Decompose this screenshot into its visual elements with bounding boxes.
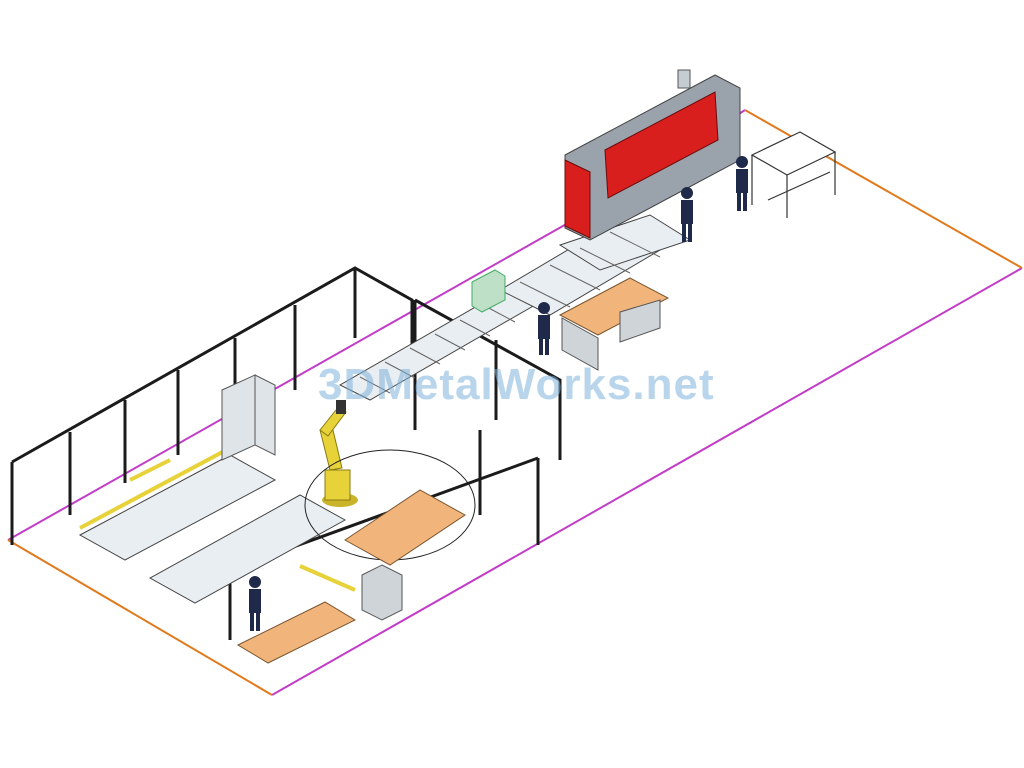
table-bases <box>561 299 661 371</box>
table-mid <box>558 277 670 336</box>
robot-arm-icon <box>319 400 358 507</box>
electric-cabinet <box>361 564 403 621</box>
work-tables <box>236 277 670 664</box>
workbench <box>750 131 837 218</box>
worker-press-2 <box>736 156 748 211</box>
table-front <box>236 601 357 664</box>
table-cell <box>344 489 466 566</box>
worker-press-1 <box>681 187 693 242</box>
worker-icon <box>249 156 748 631</box>
welding-column <box>221 374 276 461</box>
conveyor-rollers <box>359 231 661 394</box>
boundary-magenta-front <box>271 267 1023 696</box>
watermark-text: 3DMetalWorks.net <box>318 360 715 409</box>
cell-conveyors <box>78 454 347 604</box>
control-cabinet <box>471 269 506 313</box>
boundary-orange-left <box>7 539 273 696</box>
worker-front <box>249 576 261 631</box>
cell-yellow-rails <box>79 446 356 592</box>
press-brake-icon <box>564 69 741 241</box>
worker-middle <box>538 302 550 355</box>
